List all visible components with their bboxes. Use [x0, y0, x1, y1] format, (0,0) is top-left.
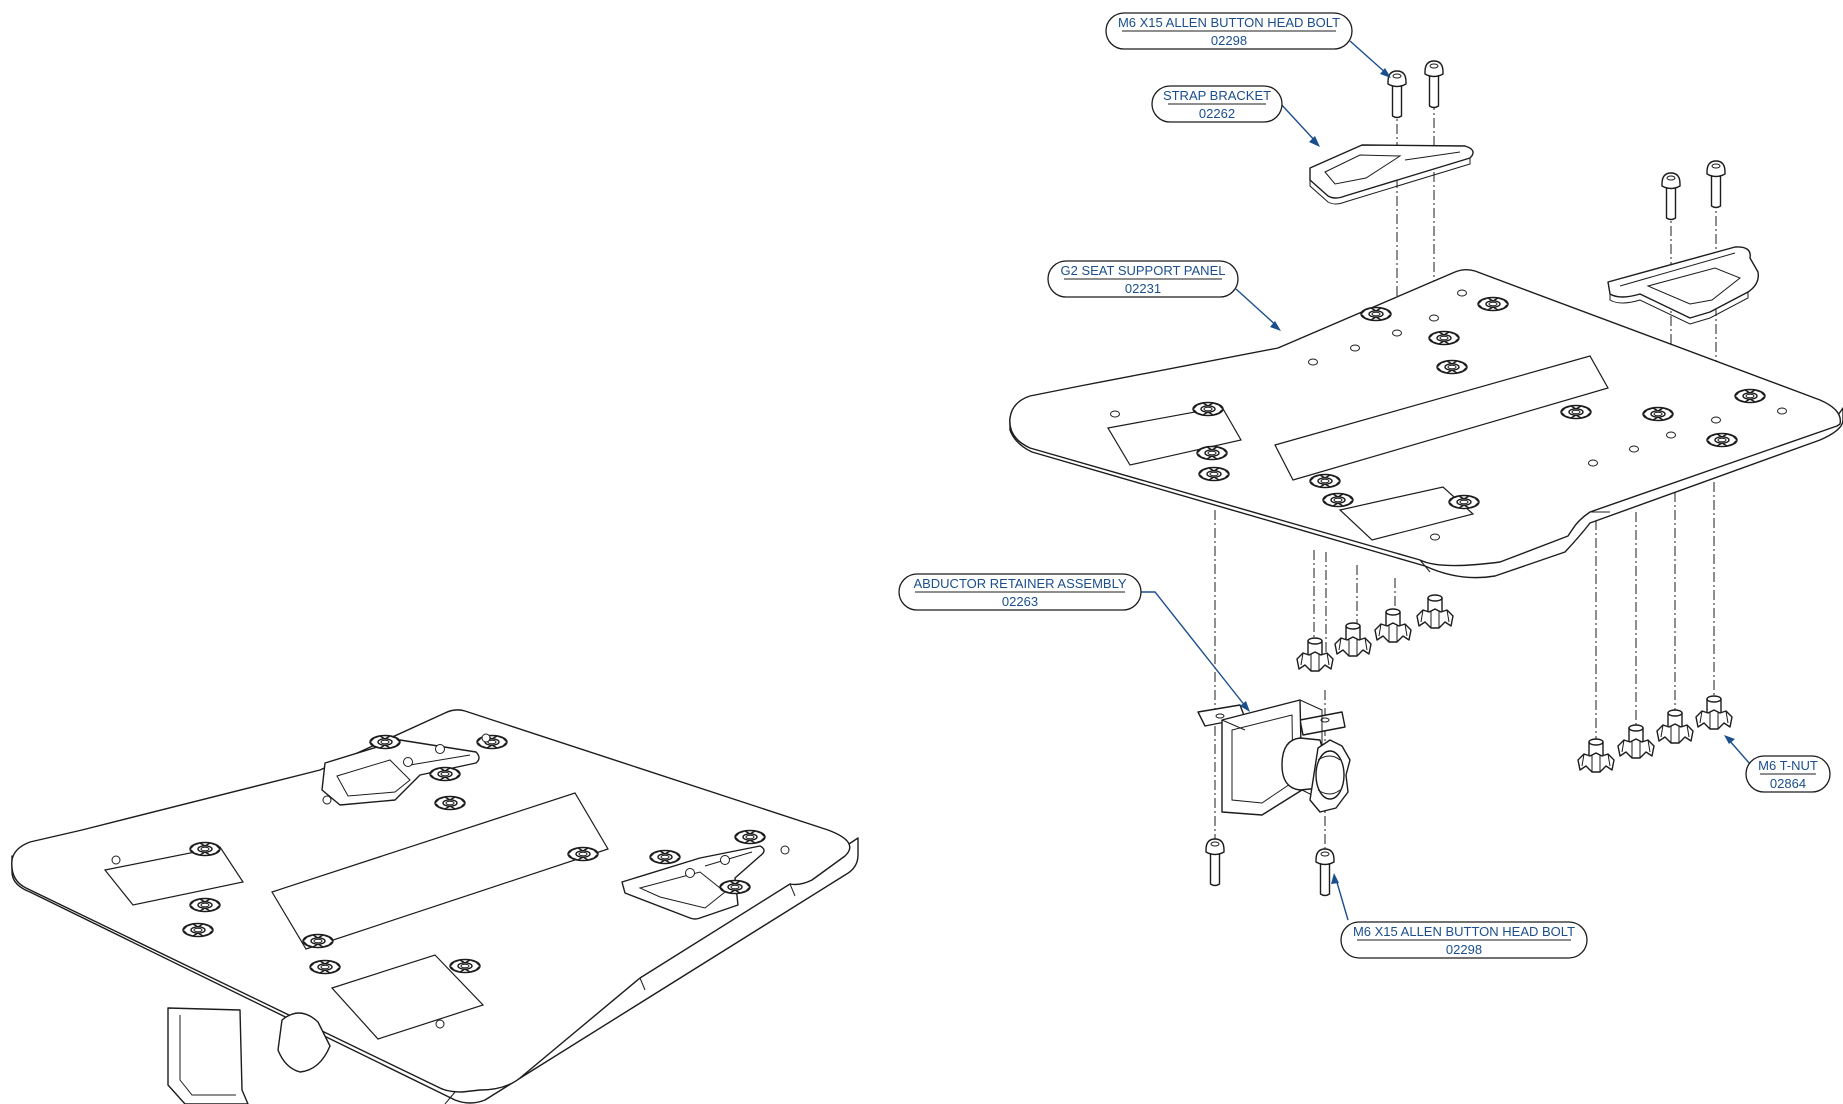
panel-t-nut: [1734, 388, 1766, 404]
callout-t-nut: M6 T-NUT 02864: [1745, 755, 1831, 793]
loose-t-nut: [1374, 608, 1412, 643]
panel-hole: [1308, 358, 1318, 366]
exploded-view: M6 X15 ALLEN BUTTON HEAD BOLT 02298 STRA…: [898, 12, 1843, 959]
loose-t-nut: [1334, 622, 1372, 657]
loose-t-nut: [1656, 709, 1694, 744]
panel-label-pad-1: [1107, 406, 1242, 466]
callout-part-number: 02864: [1770, 776, 1806, 791]
assembled-t-nut: [719, 879, 751, 895]
panel-label-pad-2: [1274, 355, 1609, 481]
callout-abductor: ABDUCTOR RETAINER ASSEMBLY 02263: [898, 573, 1142, 611]
panel-hole: [1711, 416, 1721, 424]
assembled-hole: [435, 1019, 445, 1029]
assembled-bolt-head: [685, 868, 695, 878]
assembled-t-nut: [434, 795, 466, 811]
callout-name: M6 X15 ALLEN BUTTON HEAD BOLT: [1353, 924, 1575, 939]
panel-hole: [1350, 344, 1360, 352]
assembled-view: [11, 709, 859, 1104]
top-bolt: [1387, 70, 1407, 119]
assembled-t-nut: [189, 897, 221, 913]
callout-seat-panel: G2 SEAT SUPPORT PANEL 02231: [1047, 260, 1239, 298]
label-pad-3: [330, 954, 485, 1040]
assembled-t-nut: [567, 846, 599, 862]
callout-name: ABDUCTOR RETAINER ASSEMBLY: [913, 576, 1126, 591]
panel-hole: [1777, 407, 1787, 415]
panel-hole: [1588, 459, 1598, 467]
callout-leaders: [1140, 40, 1751, 921]
top-bolt: [1706, 160, 1726, 209]
assembled-t-nut: [369, 734, 401, 750]
panel-t-nut: [1560, 404, 1592, 420]
callout-name: STRAP BRACKET: [1163, 88, 1271, 103]
panel-t-nut: [1448, 494, 1480, 510]
abductor-retainer-part: [1197, 699, 1351, 816]
bottom-bolt: [1315, 848, 1335, 897]
callout-part-number: 02298: [1211, 33, 1247, 48]
panel-t-nut: [1436, 359, 1468, 375]
callout-bolt-bottom: M6 X15 ALLEN BUTTON HEAD BOLT 02298: [1340, 921, 1588, 959]
panel-hole: [1457, 289, 1467, 297]
label-pad-1: [103, 846, 244, 906]
assembled-bolt-head: [720, 855, 730, 865]
assembled-hole: [322, 795, 332, 805]
panel-hole: [1430, 533, 1440, 541]
loose-t-nut: [1695, 695, 1733, 730]
panel-t-nut: [1198, 466, 1230, 482]
callout-name: G2 SEAT SUPPORT PANEL: [1061, 263, 1226, 278]
panel-hole: [1629, 445, 1639, 453]
assembled-bolt-head: [403, 757, 413, 767]
callout-name: M6 X15 ALLEN BUTTON HEAD BOLT: [1118, 15, 1340, 30]
assembled-bracket: [167, 1007, 331, 1104]
assembled-t-nut: [449, 958, 481, 974]
callout-part-number: 02231: [1125, 281, 1161, 296]
panel-hole: [1392, 329, 1402, 337]
loose-t-nut: [1416, 594, 1454, 629]
panel-hole: [1429, 314, 1439, 322]
strap-bracket-part: [1309, 144, 1474, 205]
label-pad-2: [271, 792, 609, 950]
panel-hole: [1110, 410, 1120, 418]
panel-t-nut: [1360, 306, 1392, 322]
panel-t-nut: [1477, 296, 1509, 312]
panel-hole: [1666, 431, 1676, 439]
callout-strap-bracket: STRAP BRACKET 02262: [1151, 85, 1283, 123]
top-bolt: [1661, 172, 1681, 221]
panel-label-pad-3: [1338, 486, 1475, 541]
assembled-t-nut: [182, 922, 214, 938]
loose-t-nut: [1617, 724, 1655, 759]
loose-t-nut: [1577, 738, 1615, 773]
assembled-t-nut: [429, 766, 461, 782]
assembled-t-nut: [734, 829, 766, 845]
callout-name: M6 T-NUT: [1758, 758, 1818, 773]
assembled-hole: [481, 733, 491, 743]
callout-part-number: 02263: [1002, 594, 1038, 609]
assembled-t-nut: [476, 734, 508, 750]
callout-part-number: 02262: [1199, 106, 1235, 121]
top-bolt: [1424, 60, 1444, 109]
assembled-t-nut: [309, 959, 341, 975]
assembled-t-nut: [302, 933, 334, 949]
panel-t-nut: [1642, 406, 1674, 422]
assembled-hole: [780, 845, 790, 855]
panel-t-nut: [1322, 492, 1354, 508]
assembled-t-nut: [189, 841, 221, 857]
callout-bolt-top: M6 X15 ALLEN BUTTON HEAD BOLT 02298: [1105, 12, 1353, 50]
panel-t-nut: [1192, 401, 1224, 417]
assembled-t-nut: [649, 849, 681, 865]
panel-t-nut: [1428, 330, 1460, 346]
assembled-hole: [111, 855, 121, 865]
strap-bracket-part: [1607, 246, 1759, 325]
loose-t-nut: [1296, 637, 1334, 672]
panel-t-nut: [1196, 445, 1228, 461]
assembled-bolt-head: [435, 744, 445, 754]
panel-t-nut: [1706, 432, 1738, 448]
panel-t-nut: [1309, 473, 1341, 489]
bottom-bolt: [1205, 838, 1225, 887]
callout-part-number: 02298: [1446, 942, 1482, 957]
assembled-strap-bracket-1: [321, 739, 480, 806]
